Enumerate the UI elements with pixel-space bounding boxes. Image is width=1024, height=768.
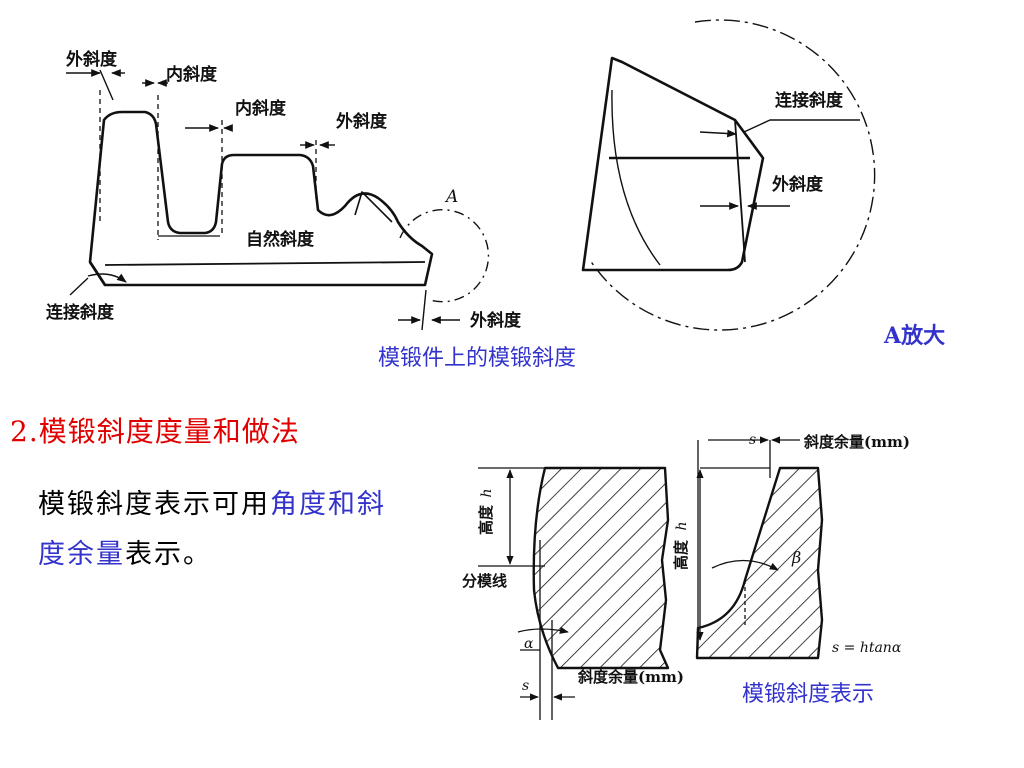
- label-alpha: α: [524, 636, 534, 652]
- forging-outline: [88, 110, 434, 287]
- label-formula: s = htanα: [832, 640, 902, 656]
- detail-a-diagram: [581, 19, 876, 331]
- detail-circle-a: [399, 209, 490, 303]
- detail-outline: [581, 56, 765, 272]
- label-inner-slope-2: 内斜度: [235, 98, 287, 119]
- forging-slope-diagram: [66, 69, 490, 331]
- label-height-right-h: h: [674, 521, 690, 530]
- body-highlight: 角度和斜度余量: [38, 489, 386, 570]
- label-allowance-top: 斜度余量(mm): [803, 433, 910, 451]
- caption-detail-a: A放大: [884, 323, 946, 349]
- label-height-right: 高度: [672, 539, 690, 570]
- detail-circle: [589, 19, 876, 331]
- label-s-top: s: [749, 432, 756, 448]
- body-text-after: 表示。: [125, 539, 212, 570]
- label-natural-slope: 自然斜度: [246, 229, 315, 250]
- label-parting-line: 分模线: [462, 572, 507, 590]
- label-connect-slope: 连接斜度: [46, 302, 115, 323]
- left-block: [532, 466, 670, 670]
- caption-forging: 模锻件上的模锻斜度: [378, 346, 577, 371]
- base-edge: [104, 261, 426, 266]
- label-height-left: 高度: [477, 504, 495, 535]
- label-inner-slope-1: 内斜度: [166, 64, 218, 85]
- label-s-left: s: [522, 678, 529, 694]
- label-outer-slope-2: 外斜度: [336, 111, 388, 132]
- label-outer-slope-1: 外斜度: [66, 49, 118, 70]
- forging-labels: 外斜度 内斜度 内斜度 外斜度 自然斜度 连接斜度 外斜度 A: [46, 49, 522, 331]
- label-beta: β: [791, 548, 801, 567]
- body-text-before: 模锻斜度表示可用: [38, 489, 270, 520]
- slope-measure-diagram: [478, 436, 824, 720]
- caption-measure: 模锻斜度表示: [742, 682, 875, 707]
- base-top-edge: [88, 261, 107, 286]
- label-detail-connect-slope: 连接斜度: [775, 90, 844, 111]
- label-detail-outer-slope: 外斜度: [772, 174, 824, 195]
- label-outer-slope-3: 外斜度: [470, 310, 522, 331]
- label-height-left-h: h: [479, 488, 495, 497]
- measure-labels: 高度 h 分模线 α s 斜度余量(mm) s 斜度余量(mm) 高度 h β …: [462, 432, 910, 694]
- label-detail-a: A: [444, 187, 458, 207]
- detail-labels: 连接斜度 外斜度: [772, 90, 844, 195]
- section-heading: 2.模锻斜度度量和做法: [10, 415, 300, 448]
- section-body: 模锻斜度表示可用角度和斜度余量表示。: [38, 480, 398, 580]
- label-allowance-left: 斜度余量(mm): [577, 668, 684, 686]
